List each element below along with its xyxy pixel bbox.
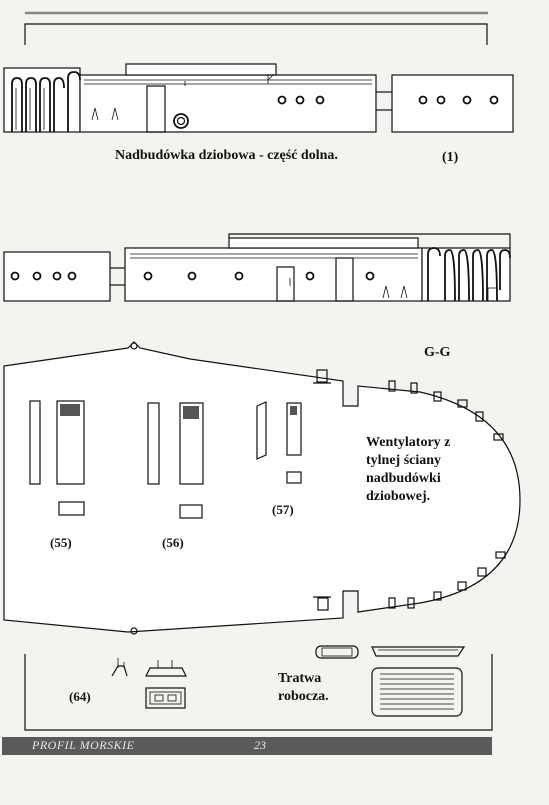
- top-frame: [24, 11, 488, 45]
- section-label: G-G: [424, 345, 451, 360]
- label-57: (57): [272, 502, 294, 517]
- deck-plan-gg: [3, 341, 521, 635]
- superstructure-elevation-1: [3, 63, 514, 133]
- ventilator-note-line: dziobowej.: [366, 489, 431, 504]
- figure-1-number: (1): [442, 150, 459, 165]
- footer-publication: PROFIL MORSKIE: [32, 738, 135, 752]
- footer-band: PROFIL MORSKIE 23: [2, 737, 492, 755]
- ventilator-note-line: Wentylatory z: [366, 435, 451, 450]
- superstructure-elevation-2: [3, 233, 511, 302]
- raft-caption-line: Tratwa: [278, 671, 322, 686]
- footer-page-number: 23: [254, 738, 266, 752]
- label-56: (56): [162, 535, 184, 550]
- ventilator-note-line: nadbudówki: [366, 471, 441, 486]
- working-raft: [315, 645, 466, 717]
- label-55: (55): [50, 535, 72, 550]
- ventilator-note: Wentylatory z tylnej ściany nadbudówki d…: [366, 434, 450, 506]
- fitting-64: [111, 658, 187, 709]
- raft-caption: Tratwa robocza.: [278, 670, 329, 706]
- bottom-frame: [24, 654, 493, 731]
- raft-caption-line: robocza.: [278, 689, 329, 704]
- label-64: (64): [69, 689, 91, 704]
- figure-1-title: Nadbudówka dziobowa - część dolna.: [115, 148, 338, 163]
- ventilator-note-line: tylnej ściany: [366, 453, 442, 468]
